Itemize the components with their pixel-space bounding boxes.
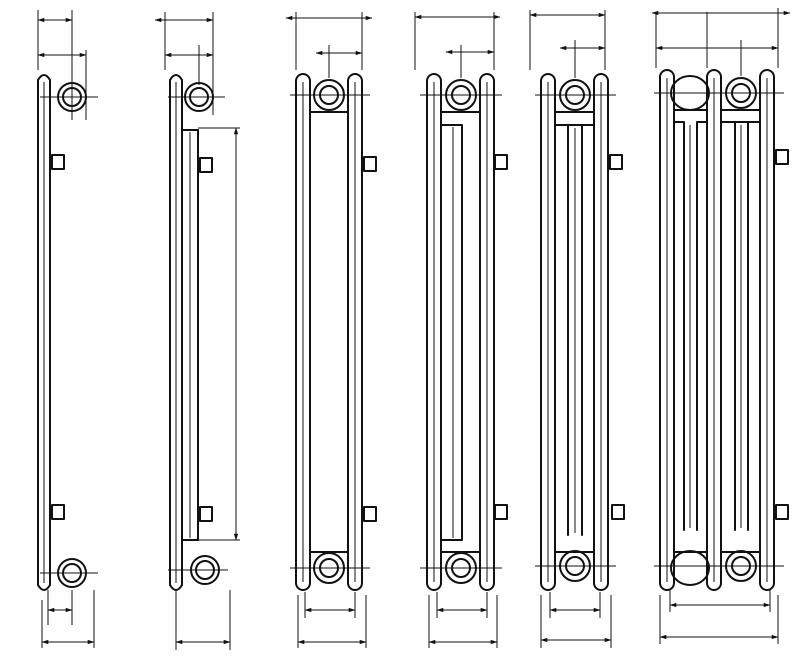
lug (51, 504, 65, 520)
radiator-profile-5 (529, 10, 625, 648)
radiator-profile-6 (651, 8, 791, 644)
blind-bottom (670, 550, 710, 586)
lug (609, 154, 623, 170)
lug (363, 506, 377, 522)
lug (199, 506, 213, 522)
lug (494, 504, 508, 520)
lug (51, 154, 65, 170)
lug (363, 156, 377, 172)
lug (775, 149, 789, 165)
lug (611, 504, 625, 520)
lug (494, 154, 508, 170)
radiator-profile-2 (154, 12, 240, 650)
radiator-profile-4 (414, 12, 508, 648)
radiator-profile-3 (285, 12, 377, 648)
radiator-profile-1 (37, 10, 98, 648)
lug (775, 504, 789, 520)
lug (199, 157, 213, 173)
